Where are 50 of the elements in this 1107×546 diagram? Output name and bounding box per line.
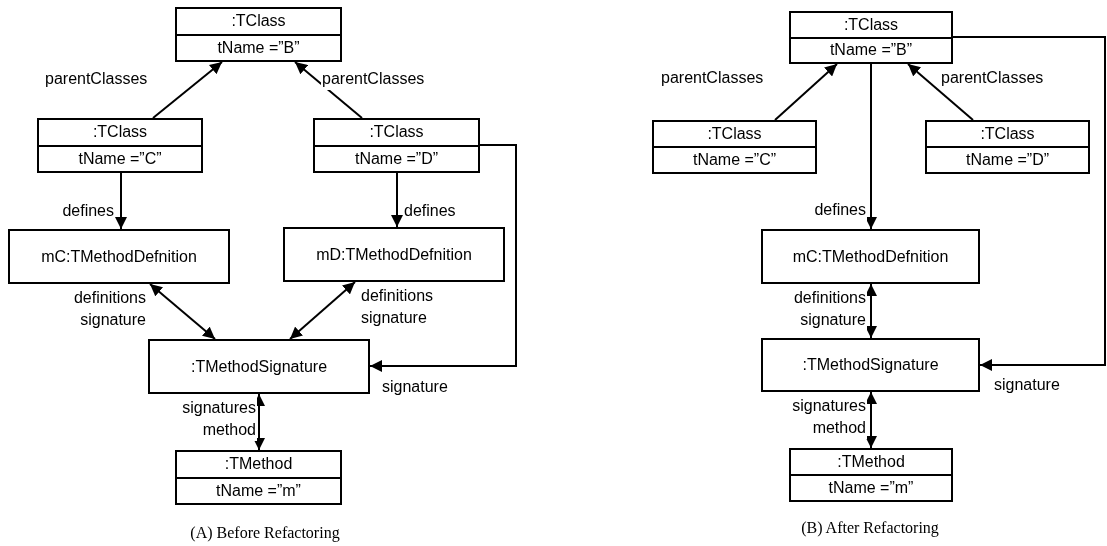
- object-name: :TClass: [91, 122, 149, 143]
- object-name: :TClass: [842, 14, 900, 35]
- attribute-value: tName =”D”: [927, 146, 1088, 172]
- object-name: :TMethodSignature: [801, 355, 940, 375]
- object-box: [175, 7, 342, 62]
- instance-box: [148, 339, 370, 394]
- object-box: [925, 120, 1090, 174]
- object-name: :TMethod: [836, 452, 906, 472]
- object-name: :TMethod: [223, 454, 294, 475]
- association-arrow: [289, 281, 356, 340]
- attribute-value: tName =”B”: [791, 36, 951, 62]
- association-arrow: [369, 144, 517, 372]
- object-box: [37, 118, 203, 173]
- subfigure-caption: (A) Before Refactoring: [190, 524, 340, 542]
- association-arrow: [865, 63, 877, 230]
- association-arrow: [149, 283, 216, 340]
- object-box: [789, 448, 953, 502]
- object-name: :TClass: [230, 11, 287, 32]
- association-arrow: [253, 393, 265, 451]
- association-arrow: [865, 283, 877, 339]
- attribute-value: tName =”B”: [177, 33, 340, 60]
- attribute-value: tName =”D”: [315, 144, 478, 171]
- association-arrow: [865, 391, 877, 449]
- attribute-value: tName =”C”: [39, 144, 201, 171]
- object-box: [313, 118, 480, 173]
- association-arrow: [294, 61, 363, 119]
- object-name: :TClass: [368, 122, 425, 143]
- object-name: :TClass: [706, 124, 763, 144]
- object-box: [175, 450, 342, 505]
- attribute-value: tName =”m”: [177, 476, 340, 503]
- association-arrow: [152, 61, 223, 119]
- object-box: [789, 11, 953, 64]
- object-name: mC:TMethodDefnition: [40, 246, 198, 267]
- object-box: [652, 120, 817, 174]
- association-arrow: [774, 63, 838, 121]
- subfigure-caption: (B) After Refactoring: [801, 519, 939, 537]
- association-arrow: [391, 172, 403, 228]
- object-name: mC:TMethodDefnition: [791, 246, 950, 267]
- association-arrow: [952, 36, 1106, 371]
- association-arrow: [115, 172, 127, 230]
- attribute-value: tName =”m”: [791, 474, 951, 500]
- association-arrow: [907, 63, 974, 121]
- object-name: :TClass: [979, 124, 1036, 144]
- instance-box: [761, 229, 980, 284]
- object-name: :TMethodSignature: [189, 356, 329, 377]
- attribute-value: tName =”C”: [654, 146, 815, 172]
- object-name: mD:TMethodDefnition: [315, 244, 473, 265]
- instance-box: [761, 338, 980, 392]
- instance-box: [8, 229, 230, 284]
- instance-box: [283, 227, 505, 282]
